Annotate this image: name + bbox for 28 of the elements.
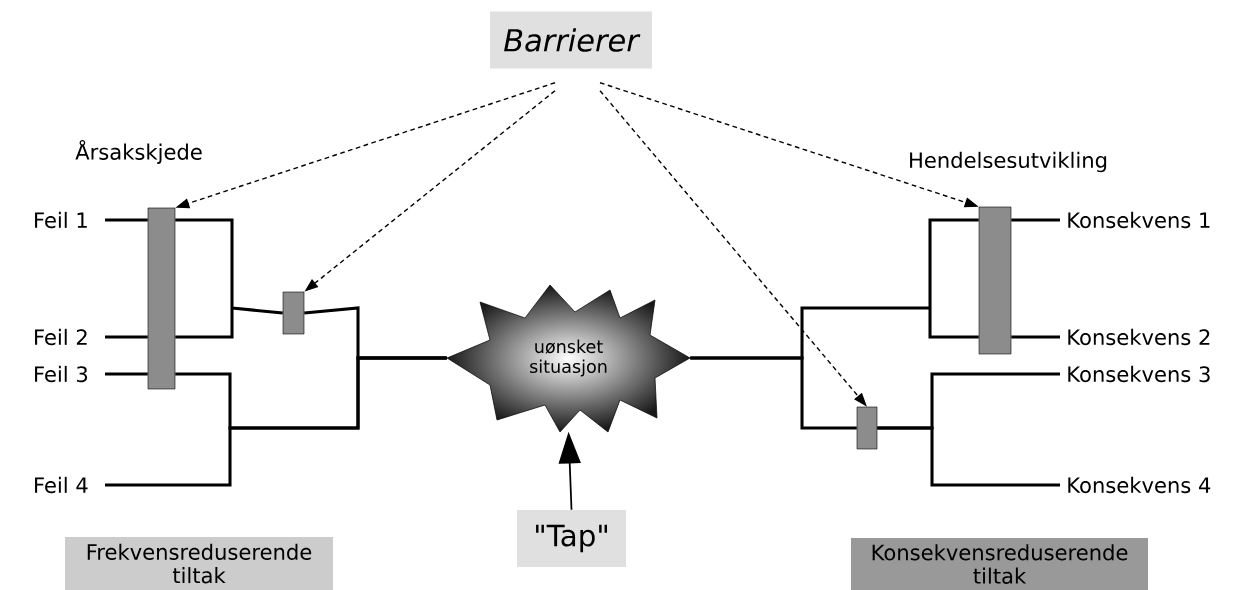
branch-line — [690, 356, 857, 430]
heading-label: Hendelsesutvikling — [910, 151, 1107, 173]
branch-line — [105, 335, 148, 339]
event-star: uønsket situasjon — [446, 284, 691, 433]
consequence-label: Konsekvens 4 — [1068, 476, 1211, 494]
branch-line — [105, 372, 148, 376]
label-box: "Tap" — [517, 510, 626, 567]
barrier-bar — [856, 406, 878, 450]
barrier-bar — [282, 291, 305, 335]
branch-line — [105, 356, 447, 487]
cause-label: Feil 2 — [35, 328, 87, 346]
branch-line — [877, 426, 1060, 487]
cause-label: Feil 4 — [35, 476, 88, 494]
label-box: Barrierer — [490, 11, 652, 69]
barrier-bar — [147, 207, 176, 390]
barrier-bar — [978, 206, 1012, 355]
branch-line — [173, 218, 285, 339]
branch-line — [105, 218, 148, 222]
heading-label: Årsakskjede — [75, 140, 202, 164]
consequence-label: Konsekvens 3 — [1068, 365, 1210, 383]
label-box: Konsekvensreduserende tiltak — [851, 538, 1148, 590]
label-box: Frekvensreduserende tiltak — [65, 537, 333, 590]
consequence-label: Konsekvens 2 — [1068, 328, 1210, 346]
consequence-label: Konsekvens 1 — [1068, 211, 1210, 229]
cause-label: Feil 3 — [35, 365, 88, 383]
branch-line — [1011, 218, 1060, 222]
branch-line — [1011, 335, 1060, 339]
cause-label: Feil 1 — [35, 211, 87, 229]
